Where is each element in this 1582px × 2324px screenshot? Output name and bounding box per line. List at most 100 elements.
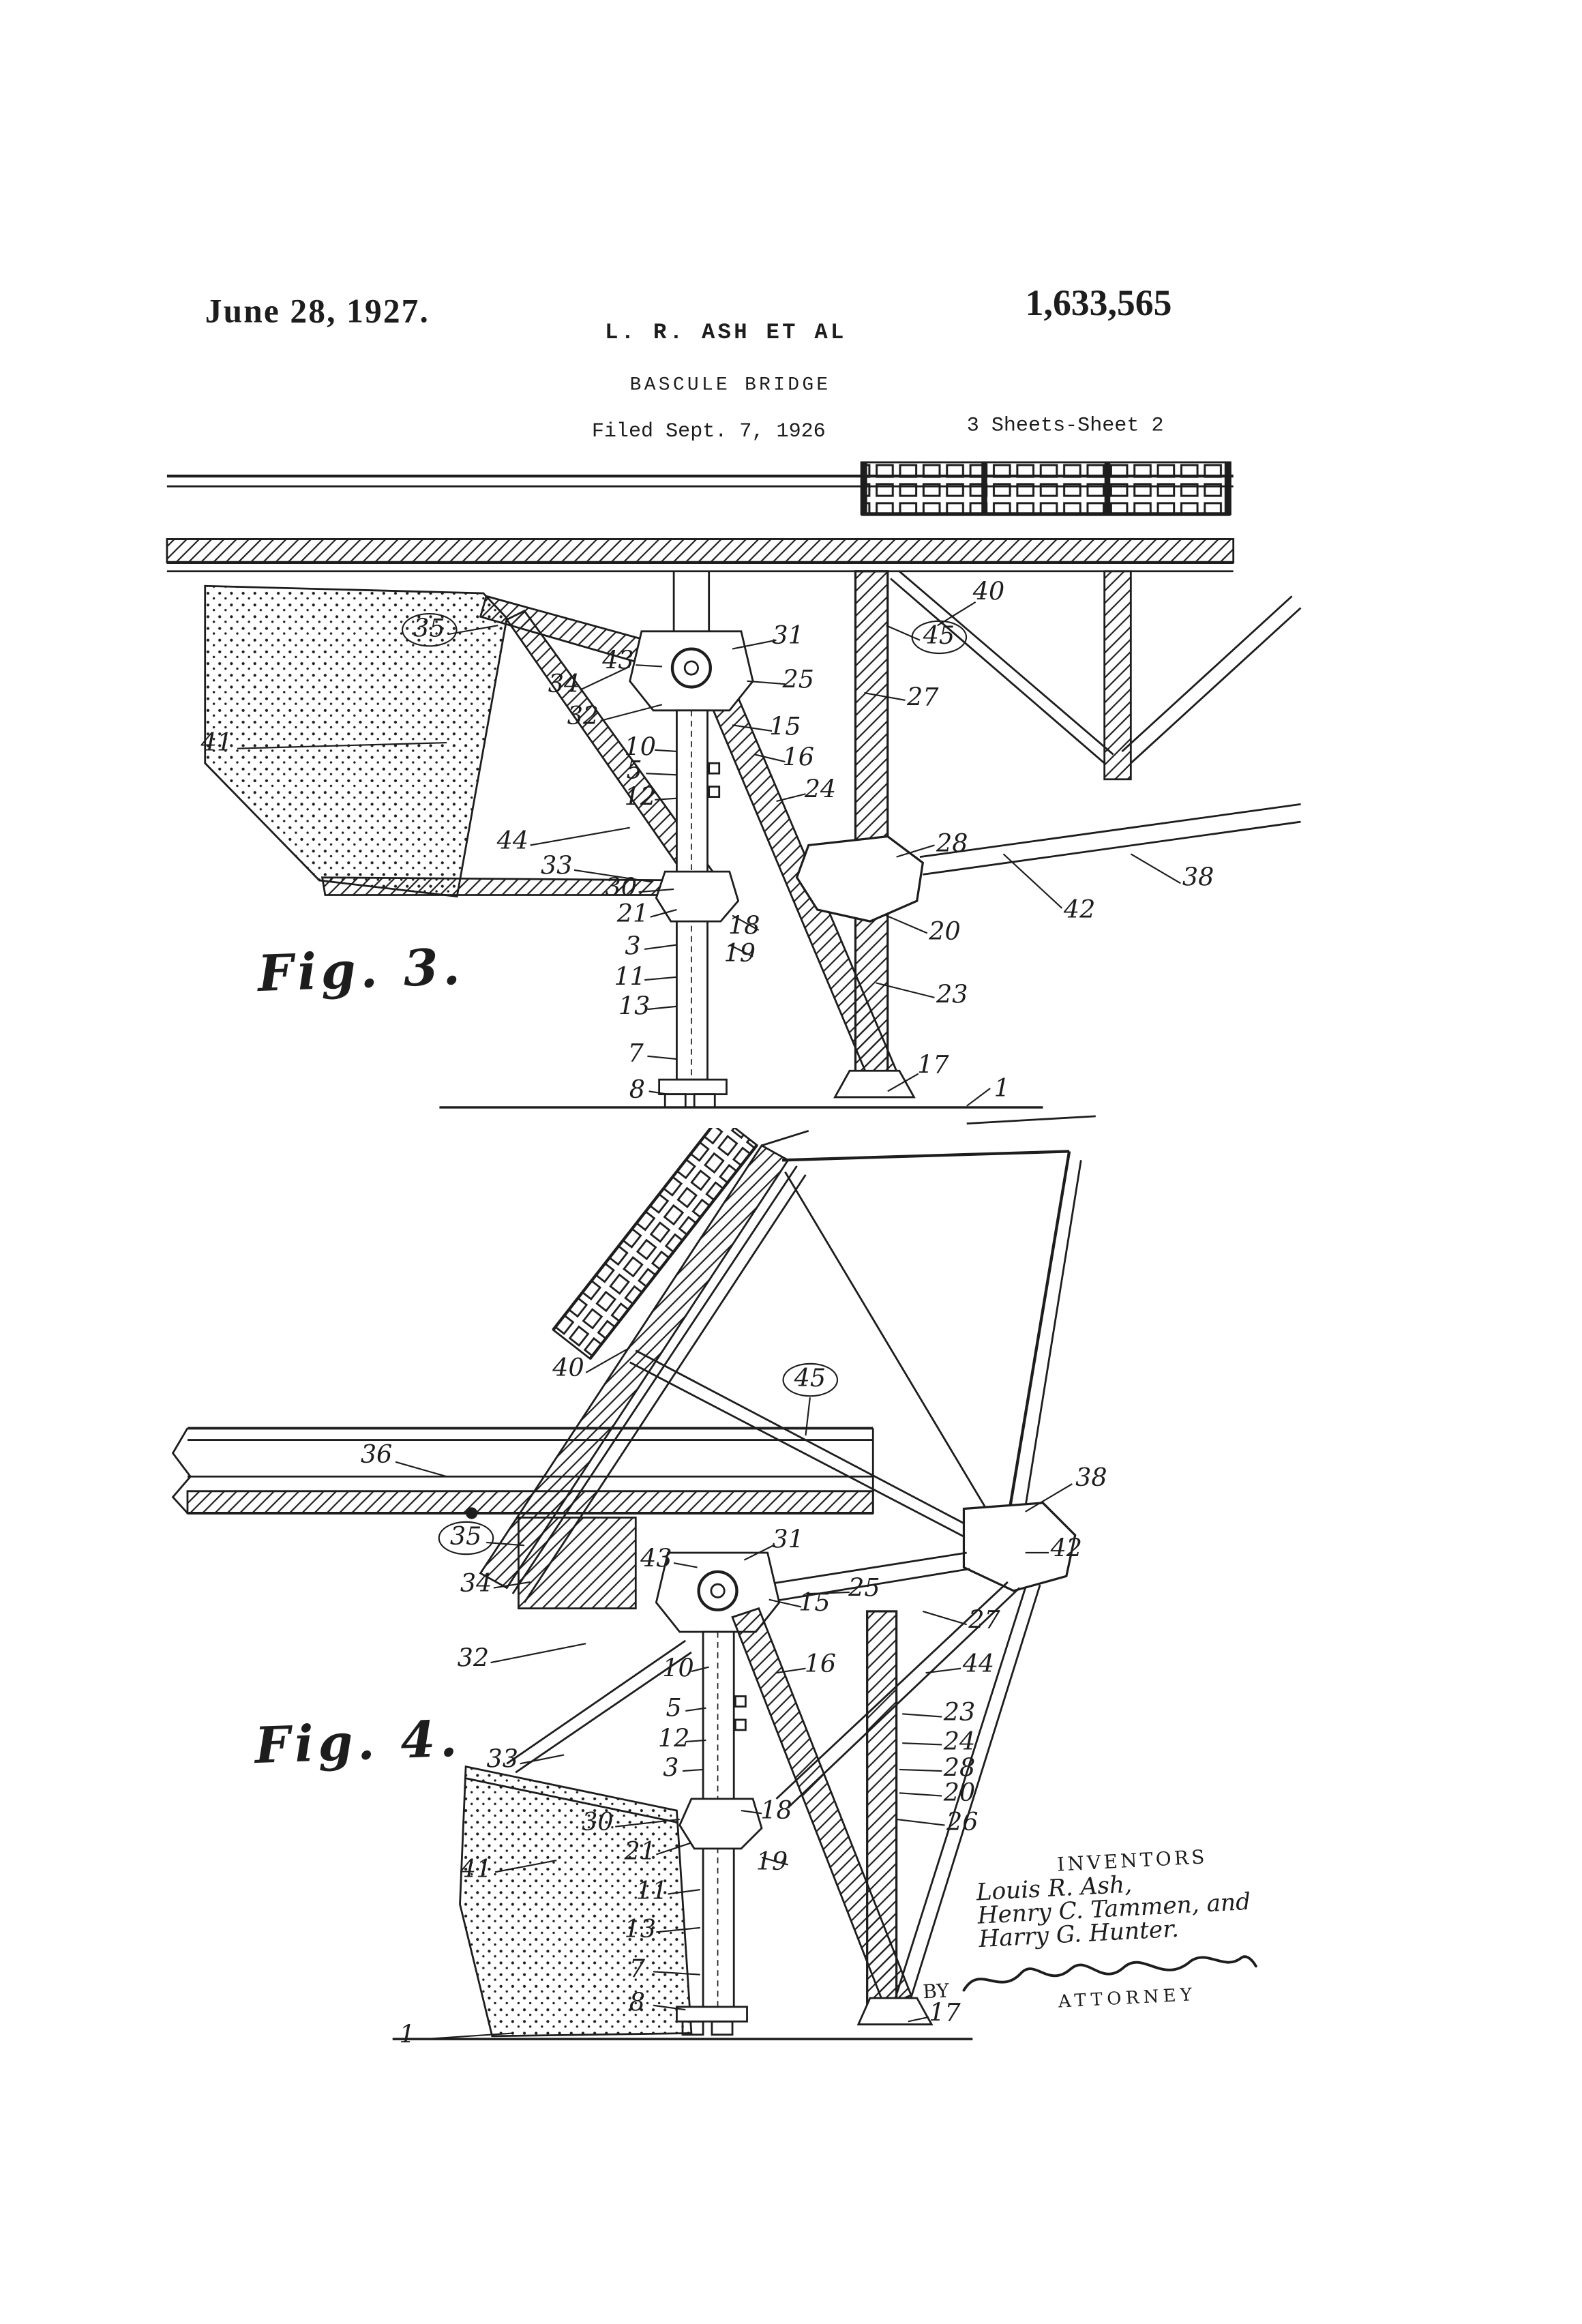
part-label-43: 43 <box>602 646 634 676</box>
part-label-20: 20 <box>943 1778 976 1808</box>
part-label-17: 17 <box>929 1999 961 2029</box>
part-label-17: 17 <box>917 1051 949 1081</box>
part-label-5: 5 <box>666 1694 682 1724</box>
trunnion <box>629 630 754 712</box>
part-label-27: 27 <box>907 683 939 713</box>
part-label-38: 38 <box>1075 1464 1107 1493</box>
diagonal-strut <box>731 1607 912 2008</box>
part-label-32: 32 <box>457 1644 490 1674</box>
part-label-26: 26 <box>946 1808 979 1838</box>
fig4-caption: Fig. 4. <box>254 1710 463 1776</box>
counterweight <box>204 584 508 898</box>
by-label: BY <box>922 1980 950 2004</box>
part-label-24: 24 <box>804 775 837 805</box>
part-label-24: 24 <box>943 1727 976 1757</box>
trunnion-pin <box>670 647 712 689</box>
part-label-11: 11 <box>614 963 646 993</box>
part-label-31: 31 <box>772 1525 804 1555</box>
part-label-27: 27 <box>968 1606 1000 1636</box>
part-label-18: 18 <box>728 912 760 942</box>
gusset-plate <box>795 835 925 923</box>
part-label-34: 34 <box>548 670 580 700</box>
part-label-30: 30 <box>605 874 638 904</box>
footing <box>392 1997 973 2040</box>
part-label-18: 18 <box>760 1796 792 1826</box>
counterweight <box>459 1639 693 2038</box>
part-label-23: 23 <box>936 981 968 1011</box>
patent-number: 1,633,565 <box>1025 284 1172 324</box>
part-label-19: 19 <box>723 940 756 969</box>
tower-and-column <box>678 1607 912 2008</box>
part-label-1: 1 <box>994 1074 1010 1104</box>
deck-closed <box>166 461 1235 573</box>
leader-lines <box>237 601 1181 1107</box>
attorney-signature <box>962 1955 1257 1992</box>
part-label-19: 19 <box>756 1847 788 1877</box>
part-label-16: 16 <box>804 1650 837 1680</box>
rest-pier-bracket <box>518 1517 637 1610</box>
trunnion-pin <box>697 1570 738 1611</box>
part-label-8: 8 <box>629 1988 646 2018</box>
part-label-5: 5 <box>626 756 642 786</box>
fig3-drawing <box>166 461 1302 1124</box>
gusset-plate <box>962 1502 1077 1592</box>
part-label-44: 44 <box>496 826 529 856</box>
fig4-drawing <box>171 1128 1082 2040</box>
part-label-13: 13 <box>624 1915 656 1945</box>
part-label-35: 35 <box>401 612 457 647</box>
main-column <box>655 709 740 1081</box>
part-label-3: 3 <box>625 932 641 962</box>
part-label-33: 33 <box>541 852 573 882</box>
part-label-43: 43 <box>640 1545 672 1575</box>
part-label-20: 20 <box>929 917 961 947</box>
part-label-12: 12 <box>624 783 656 813</box>
part-label-11: 11 <box>636 1877 668 1907</box>
part-label-40: 40 <box>972 578 1005 608</box>
sheet-line: 3 Sheets-Sheet 2 <box>966 414 1164 438</box>
filed-line: Filed Sept. 7, 1926 <box>591 420 826 444</box>
part-label-33: 33 <box>486 1745 519 1775</box>
part-label-42: 42 <box>1050 1534 1083 1564</box>
part-label-42: 42 <box>1063 895 1096 925</box>
footing <box>439 1069 1096 1124</box>
part-label-1: 1 <box>399 2021 415 2051</box>
part-label-15: 15 <box>769 713 801 743</box>
part-label-28: 28 <box>943 1754 976 1784</box>
inventor-line: L. R. ASH ET AL <box>605 321 847 346</box>
part-label-23: 23 <box>943 1698 976 1728</box>
part-label-25: 25 <box>782 666 814 696</box>
part-label-28: 28 <box>936 829 968 859</box>
leaf-railing <box>552 1128 758 1360</box>
part-label-30: 30 <box>582 1808 614 1838</box>
part-label-44: 44 <box>962 1650 995 1680</box>
part-label-41: 41 <box>200 728 233 758</box>
invention-title: BASCULE BRIDGE <box>629 373 831 396</box>
approach-deck <box>171 1427 874 1610</box>
part-label-34: 34 <box>460 1569 492 1599</box>
part-label-15: 15 <box>799 1588 831 1618</box>
part-label-21: 21 <box>624 1837 656 1867</box>
part-label-10: 10 <box>662 1654 694 1684</box>
part-label-16: 16 <box>782 743 814 773</box>
part-label-12: 12 <box>657 1725 690 1755</box>
leader-lines <box>395 1347 1073 2040</box>
part-label-3: 3 <box>663 1754 679 1784</box>
part-label-41: 41 <box>460 1855 492 1885</box>
part-label-21: 21 <box>616 900 649 929</box>
part-label-32: 32 <box>567 702 599 732</box>
part-label-25: 25 <box>848 1574 880 1604</box>
patent-date: June 28, 1927. <box>205 293 430 330</box>
part-label-45: 45 <box>782 1362 838 1397</box>
part-label-13: 13 <box>618 992 651 1022</box>
signature-block: INVENTORS Louis R. Ash, Henry C. Tammen,… <box>899 1840 1346 2019</box>
part-label-45: 45 <box>911 620 967 655</box>
part-label-36: 36 <box>360 1440 393 1470</box>
part-label-38: 38 <box>1182 863 1214 893</box>
part-label-10: 10 <box>624 733 656 763</box>
part-label-40: 40 <box>552 1354 584 1384</box>
